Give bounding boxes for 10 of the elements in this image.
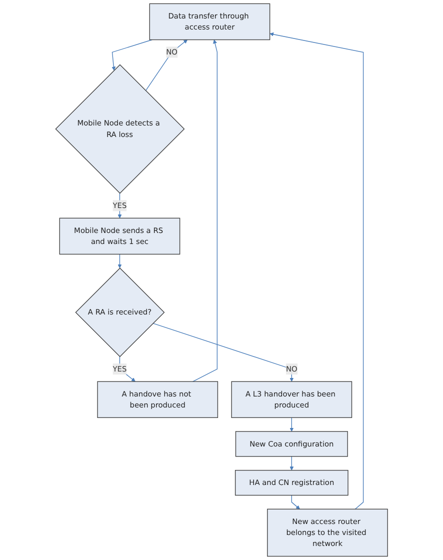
arrow [269,32,364,510]
arrow [112,39,152,71]
arrow [291,494,300,510]
arrow [119,356,136,382]
arrow [118,254,122,268]
arrow [289,456,294,470]
arrow [152,322,294,382]
arrow [192,40,218,382]
arrow [289,417,294,432]
arrow [145,40,188,92]
